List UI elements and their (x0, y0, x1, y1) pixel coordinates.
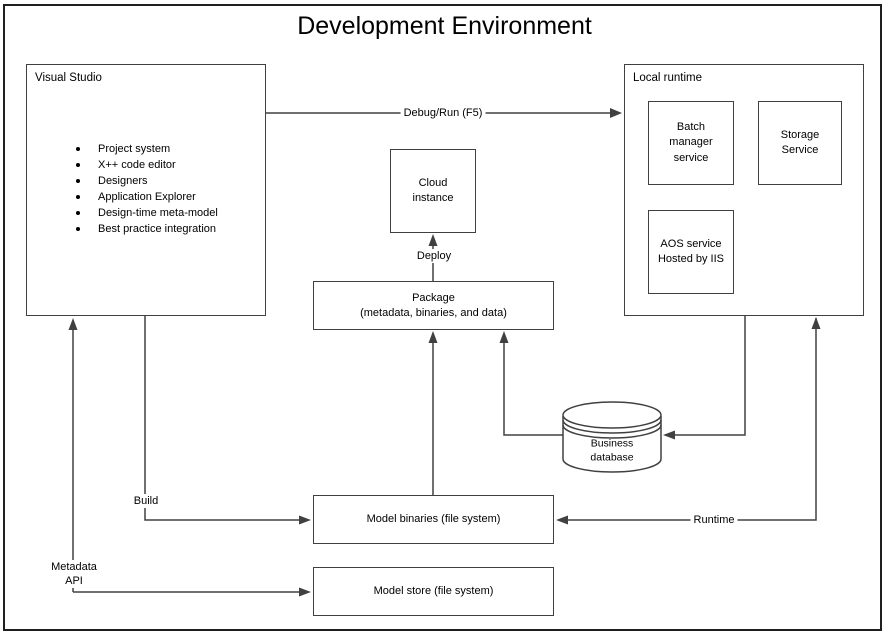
list-item: Project system (76, 141, 257, 157)
arrowhead-up-binaries-package (428, 331, 438, 343)
node-storage-service: Storage Service (758, 101, 842, 185)
bullet-label: Application Explorer (98, 191, 196, 203)
node-cloud-instance: Cloud instance (390, 149, 476, 233)
node-aos-service: AOS service Hosted by IIS (648, 210, 734, 294)
arrowhead-up-database-package (499, 331, 509, 343)
arrowhead-right-build-binaries (299, 515, 311, 525)
arrowheads (68, 108, 821, 597)
visual-studio-label: Visual Studio (35, 72, 102, 84)
bullet-icon (76, 179, 80, 183)
connector-label-deploy: Deploy (413, 249, 455, 263)
bullet-label: X++ code editor (98, 159, 176, 171)
arrowhead-up-deploy (428, 234, 438, 246)
cylinder-ring-2 (562, 424, 662, 439)
connector-runtime-to-database (674, 316, 746, 436)
arrowhead-left-into-database (663, 430, 675, 440)
connector-lines (72, 112, 817, 593)
feature-list: Project system X++ code editor Designers… (76, 141, 257, 237)
list-item: Best practice integration (76, 221, 257, 237)
node-batch-manager-service: Batch manager service (648, 101, 734, 185)
connector-runtime (567, 318, 817, 521)
connector-label-debug-run: Debug/Run (F5) (400, 106, 486, 120)
arrowhead-left-runtime-binaries (556, 515, 568, 525)
diagram-title: Development Environment (297, 12, 592, 40)
local-runtime-label: Local runtime (633, 72, 703, 84)
bullet-label: Designers (98, 175, 148, 187)
node-business-database-label: Business database (590, 437, 634, 464)
list-item: X++ code editor (76, 157, 257, 173)
bullet-icon (76, 227, 80, 231)
cylinder-body (562, 416, 662, 473)
diagram-border (3, 4, 882, 631)
list-item: Application Explorer (76, 189, 257, 205)
bullet-label: Best practice integration (98, 223, 217, 235)
bullet-icon (76, 147, 80, 151)
connector-label-metadata-api: Metadata API (48, 560, 100, 588)
node-local-runtime: Local runtime Batch manager service Stor… (624, 64, 864, 316)
bullet-icon (76, 163, 80, 167)
node-package: Package (metadata, binaries, and data) (313, 281, 554, 330)
bullet-icon (76, 211, 80, 215)
bullet-icon (76, 195, 80, 199)
connector-database-to-package (503, 342, 563, 436)
node-model-binaries: Model binaries (file system) (313, 495, 554, 544)
node-model-store: Model store (file system) (313, 567, 554, 616)
connector-label-build: Build (130, 494, 162, 508)
database-cylinder-icon (562, 401, 662, 473)
arrowhead-up-metadata-vs (68, 318, 78, 330)
arrowhead-right-debug-run (610, 108, 622, 118)
list-item: Design-time meta-model (76, 205, 257, 221)
connector-build (144, 316, 300, 521)
bullet-label: Project system (98, 143, 171, 155)
cylinder-ring-1 (562, 419, 662, 434)
list-item: Designers (76, 173, 257, 189)
arrowhead-right-metadata-store (299, 587, 311, 597)
node-visual-studio: Visual Studio Project system X++ code ed… (26, 64, 266, 316)
connector-label-runtime: Runtime (690, 513, 738, 527)
cylinder-top (562, 401, 662, 429)
bullet-label: Design-time meta-model (98, 207, 218, 219)
arrowhead-up-runtime-localruntime (811, 317, 821, 329)
